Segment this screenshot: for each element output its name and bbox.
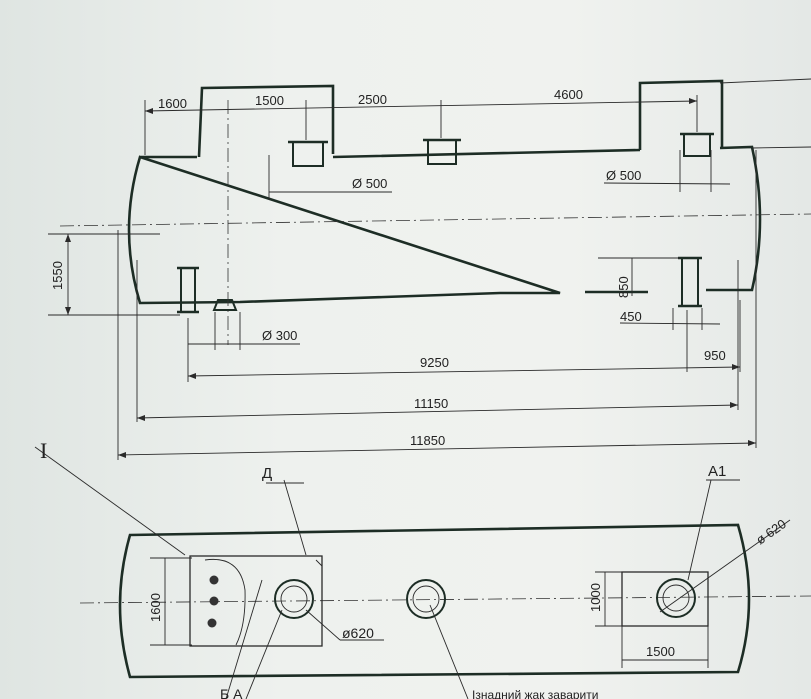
- tank-axis: [59, 213, 811, 227]
- right-saddle: [638, 79, 724, 150]
- manhole-left: [274, 579, 314, 619]
- dim-phi620-right: ø 620: [753, 516, 789, 547]
- dim-9250: 9250: [420, 355, 449, 370]
- plate-weld-contour: [204, 558, 246, 646]
- bottom-nozzle-right: [678, 256, 702, 308]
- view-label-A1: A1: [708, 463, 726, 480]
- bottom-nozzle-left: [177, 266, 199, 314]
- dim-1500-top: 1500: [255, 93, 284, 108]
- left-inspection-plate: [189, 555, 323, 647]
- dim-1550: 1550: [50, 261, 65, 290]
- top-nozzle-1: [288, 140, 328, 167]
- dim-1600-plan: 1600: [148, 593, 163, 622]
- dim-950: 950: [704, 348, 726, 363]
- dim-11850: 11850: [410, 433, 445, 448]
- plan-view: I Д A1 1600 ø620 ø 620 1000 1500 Б А Ізн…: [34, 438, 811, 699]
- left-saddle: [197, 84, 335, 158]
- dimension-lines: [48, 78, 811, 460]
- dim-diameter-500-right: Ø 500: [606, 168, 641, 183]
- dim-450: 450: [620, 309, 642, 324]
- bolt-2: [209, 596, 219, 606]
- plan-leader-lines: [34, 446, 791, 699]
- top-nozzle-3: [680, 132, 714, 157]
- dim-4600: 4600: [554, 87, 583, 102]
- tank-shell-outline: [127, 145, 762, 305]
- drain-nozzle: [212, 299, 238, 311]
- dim-1500-plan: 1500: [646, 644, 675, 659]
- section-labels-bottom: Б А: [220, 686, 243, 699]
- bolt-3: [207, 618, 217, 628]
- dim-1000: 1000: [588, 583, 603, 612]
- bolt-1: [209, 575, 219, 585]
- dim-850: 850: [616, 276, 631, 298]
- dim-diameter-300: Ø 300: [262, 328, 297, 343]
- arrowheads: [65, 98, 756, 458]
- view-label-I: I: [40, 438, 47, 463]
- bottom-note: Ізнадний жак заварити: [472, 688, 598, 699]
- side-view: 1600 1500 2500 4600 Ø 500 Ø 500 1550 850…: [48, 78, 811, 460]
- dim-11150: 11150: [414, 396, 448, 411]
- right-inspection-plate: [621, 571, 709, 627]
- tank-plan-outline: [118, 523, 751, 679]
- dim-diameter-500-left: Ø 500: [352, 176, 387, 191]
- dim-phi620-left: ø620: [342, 625, 374, 641]
- view-label-D: Д: [262, 465, 272, 482]
- top-nozzle-2: [423, 138, 461, 165]
- manhole-center: [406, 579, 446, 619]
- manhole-right: [656, 578, 696, 618]
- dim-1600-top: 1600: [158, 96, 187, 111]
- dim-2500: 2500: [358, 92, 387, 107]
